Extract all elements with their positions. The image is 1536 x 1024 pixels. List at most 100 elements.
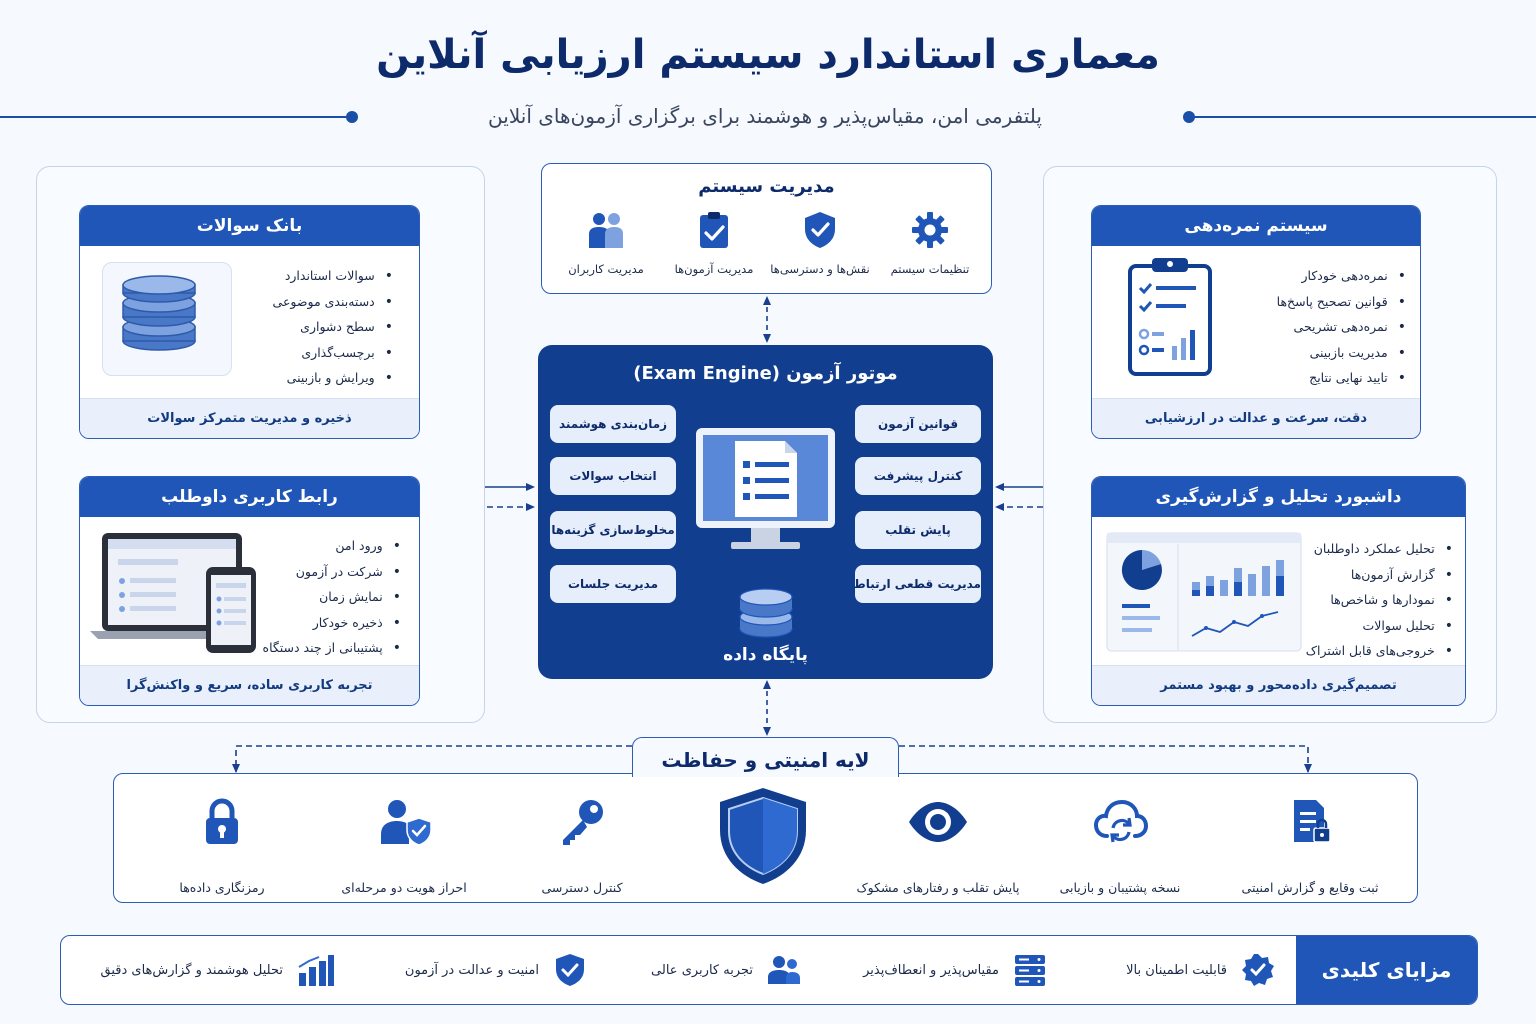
database-stack-icon — [102, 262, 232, 376]
sysmgmt-label: نقش‌ها و دسترسی‌ها — [770, 262, 870, 276]
list-item: نمره‌دهی تشریحی — [1277, 314, 1406, 340]
advantage-label: تحلیل هوشمند و گزارش‌های دقیق — [100, 962, 284, 978]
shield-check-icon — [805, 212, 835, 248]
clipboard-check-icon — [700, 212, 728, 248]
advantage-item-security-fairness: امنیت و عدالت در آزمون — [405, 936, 587, 1004]
list-item: قوانین تصحیح پاسخ‌ها — [1277, 289, 1406, 315]
security-label: ثبت وقایع و گزارش امنیتی — [1241, 880, 1379, 895]
users-icon — [589, 213, 623, 248]
connector-security-right — [899, 745, 1312, 773]
key-advantages-bar: مزایای کلیدی قابلیت اطمینان بالا مقیاس‌پ… — [60, 935, 1478, 1005]
header-dot-right — [1183, 111, 1195, 123]
shield-icon — [720, 788, 806, 884]
database-icon — [739, 588, 793, 638]
list-item: نمودارها و شاخص‌ها — [1306, 587, 1453, 613]
scoring-footer: دقت، سرعت و عدالت در ارزشیابی — [1092, 398, 1420, 438]
list-item: تایید نهایی نتایج — [1277, 365, 1406, 391]
engine-feature-scheduling: زمان‌بندی هوشمند — [550, 405, 676, 443]
question-bank-list: سوالات استاندارد دسته‌بندی موضوعی سطح دش… — [273, 263, 393, 391]
sysmgmt-item-users: مدیریت کاربران — [551, 210, 661, 276]
clipboard-chart-icon — [1128, 258, 1212, 376]
engine-feature-rules: قوانین آزمون — [855, 405, 981, 443]
header-dot-left — [346, 111, 358, 123]
users-icon — [768, 956, 800, 984]
engine-feature-cheat-monitor: پایش تقلب — [855, 511, 981, 549]
key-icon — [563, 800, 603, 845]
engine-feature-progress: کنترل پیشرفت — [855, 457, 981, 495]
dashboard-footer: تصمیم‌گیری داده‌محور و بهبود مستمر — [1092, 665, 1465, 705]
list-item: دسته‌بندی موضوعی — [273, 289, 393, 315]
advantage-item-analytics: تحلیل هوشمند و گزارش‌های دقیق — [101, 936, 336, 1004]
scoring-system-card: سیستم نمره‌دهی نمره‌دهی خودکار قوانین تص… — [1091, 205, 1421, 439]
sysmgmt-label: مدیریت آزمون‌ها — [674, 262, 754, 276]
sysmgmt-item-exams: مدیریت آزمون‌ها — [659, 210, 769, 276]
security-label: احراز هویت دو مرحله‌ای — [341, 880, 467, 895]
engine-feature-question-selection: انتخاب سوالات — [550, 457, 676, 495]
list-item: سوالات استاندارد — [273, 263, 393, 289]
bar-chart-icon — [298, 955, 334, 986]
security-layer-title: لایه امنیتی و حفاظت — [661, 748, 870, 772]
list-item: شرکت در آزمون — [263, 559, 401, 585]
key-advantages-title: مزایای کلیدی — [1296, 936, 1477, 1004]
secure-log-icon — [1294, 800, 1331, 843]
advantage-item-ux: تجربه کاربری عالی — [651, 936, 801, 1004]
scoring-system-title: سیستم نمره‌دهی — [1092, 206, 1420, 246]
analytics-dashboard-card: داشبورد تحلیل و گزارش‌گیری تحلیل عملکرد … — [1091, 476, 1466, 706]
list-item: مدیریت بازبینی — [1277, 340, 1406, 366]
list-item: سطح دشواری — [273, 314, 393, 340]
shield-check-icon — [556, 954, 584, 986]
page-title: معماری استاندارد سیستم ارزیابی آنلاین — [376, 32, 1160, 78]
laptop-phone-icon — [88, 529, 258, 657]
list-item: گزارش آزمون‌ها — [1306, 562, 1453, 588]
list-item: تحلیل سوالات — [1306, 613, 1453, 639]
advantage-label: تجربه کاربری عالی — [651, 962, 753, 978]
analytics-dashboard-title: داشبورد تحلیل و گزارش‌گیری — [1092, 477, 1465, 517]
security-label: کنترل دسترسی — [541, 880, 623, 895]
database-label: پایگاه داده — [723, 645, 808, 665]
eye-icon — [909, 802, 967, 842]
engine-feature-disconnect: مدیریت قطعی ارتباط — [853, 565, 981, 603]
engine-feature-shuffle: مخلوط‌سازی گزینه‌ها — [550, 511, 676, 549]
list-item: برچسب‌گذاری — [273, 340, 393, 366]
list-item: نمره‌دهی خودکار — [1277, 263, 1406, 289]
sysmgmt-label: تنظیمات سیستم — [890, 262, 970, 276]
gear-icon — [912, 212, 948, 248]
security-title-tab — [632, 737, 899, 777]
sysmgmt-item-roles: نقش‌ها و دسترسی‌ها — [765, 210, 875, 276]
list-item: خروجی‌های قابل اشتراک — [1306, 638, 1453, 664]
header-line-right — [1190, 116, 1536, 118]
advantage-label: امنیت و عدالت در آزمون — [404, 962, 539, 978]
security-label: نسخه پشتیبان و بازیابی — [1059, 880, 1181, 895]
user-shield-icon — [381, 800, 432, 846]
monitor-document-icon — [696, 428, 835, 549]
advantage-label: قابلیت اطمینان بالا — [1126, 962, 1227, 978]
connector-security-left — [232, 745, 632, 773]
dashboard-charts-icon — [1106, 532, 1302, 652]
header-line-left — [0, 116, 352, 118]
candidate-ui-list: ورود امن شرکت در آزمون نمایش زمان ذخیره … — [263, 533, 401, 661]
advantage-label: مقیاس‌پذیر و انعطاف‌پذیر — [863, 962, 999, 978]
exam-engine-panel: موتور آزمون (Exam Engine) قوانین آزمون ک… — [538, 345, 993, 679]
security-label: رمزنگاری داده‌ها — [179, 880, 265, 895]
system-management-card: مدیریت سیستم تنظیمات سیستم نقش‌ها و دستر… — [541, 163, 992, 294]
candidate-ui-title: رابط کاربری داوطلب — [80, 477, 419, 517]
list-item: نمایش زمان — [263, 584, 401, 610]
sysmgmt-item-settings: تنظیمات سیستم — [875, 210, 985, 276]
system-management-title: مدیریت سیستم — [698, 176, 835, 197]
advantage-item-scalable: مقیاس‌پذیر و انعطاف‌پذیر — [863, 936, 1047, 1004]
page-subtitle: پلتفرمی امن، مقیاس‌پذیر و هوشمند برای بر… — [488, 104, 1042, 128]
list-item: ورود امن — [263, 533, 401, 559]
list-item: تحلیل عملکرد داوطلبان — [1306, 536, 1453, 562]
candidate-ui-footer: تجربه کاربری ساده، سریع و واکنش‌گرا — [80, 665, 419, 705]
candidate-ui-card: رابط کاربری داوطلب ورود امن شرکت در آزمو… — [79, 476, 420, 706]
cloud-backup-icon — [1093, 799, 1149, 843]
list-item: ویرایش و بازبینی — [273, 365, 393, 391]
dashboard-list: تحلیل عملکرد داوطلبان گزارش آزمون‌ها نمو… — [1306, 536, 1453, 664]
security-label: پایش تقلب و رفتارهای مشکوک — [856, 880, 1020, 895]
sysmgmt-label: مدیریت کاربران — [568, 262, 644, 276]
question-bank-title: بانک سوالات — [80, 206, 419, 246]
scoring-list: نمره‌دهی خودکار قوانین تصحیح پاسخ‌ها نمر… — [1277, 263, 1406, 391]
advantage-item-reliability: قابلیت اطمینان بالا — [1126, 936, 1275, 1004]
badge-check-icon — [1242, 954, 1274, 986]
question-bank-footer: ذخیره و مدیریت متمرکز سوالات — [80, 398, 419, 438]
